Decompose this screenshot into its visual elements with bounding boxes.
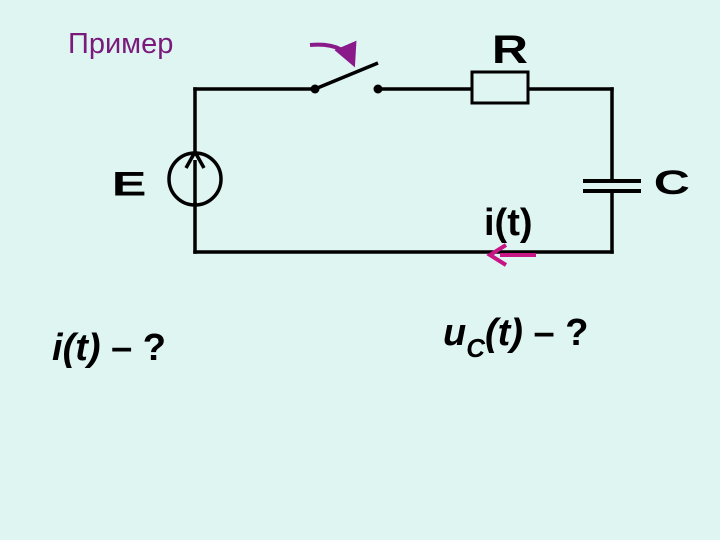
current-arrow-icon bbox=[486, 243, 536, 267]
question-voltage-arg: (t) bbox=[485, 312, 523, 354]
question-current: i(t) – ? bbox=[52, 327, 166, 369]
question-current-arg: (t) bbox=[63, 327, 101, 369]
capacitor bbox=[583, 179, 641, 193]
question-current-rest: – ? bbox=[101, 327, 166, 369]
capacitor-label: C bbox=[654, 164, 690, 202]
source-label: E bbox=[112, 165, 147, 203]
resistor-label: R bbox=[492, 27, 528, 72]
switch-blade bbox=[314, 61, 379, 91]
switch-arrow-icon bbox=[309, 40, 357, 68]
question-voltage-rest: – ? bbox=[523, 312, 588, 354]
switch bbox=[309, 40, 383, 94]
question-voltage: uC(t) – ? bbox=[443, 312, 588, 363]
question-voltage-symbol: u bbox=[443, 312, 466, 354]
question-voltage-sub: C bbox=[466, 333, 486, 363]
wires bbox=[193, 87, 614, 254]
source-arrow-icon bbox=[184, 148, 206, 169]
voltage-source bbox=[167, 148, 223, 207]
resistor bbox=[470, 70, 530, 105]
question-current-symbol: i bbox=[52, 327, 64, 369]
switch-terminal-right bbox=[373, 84, 383, 94]
current-label: i(t) bbox=[484, 202, 533, 244]
slide-title: Пример bbox=[68, 28, 174, 60]
